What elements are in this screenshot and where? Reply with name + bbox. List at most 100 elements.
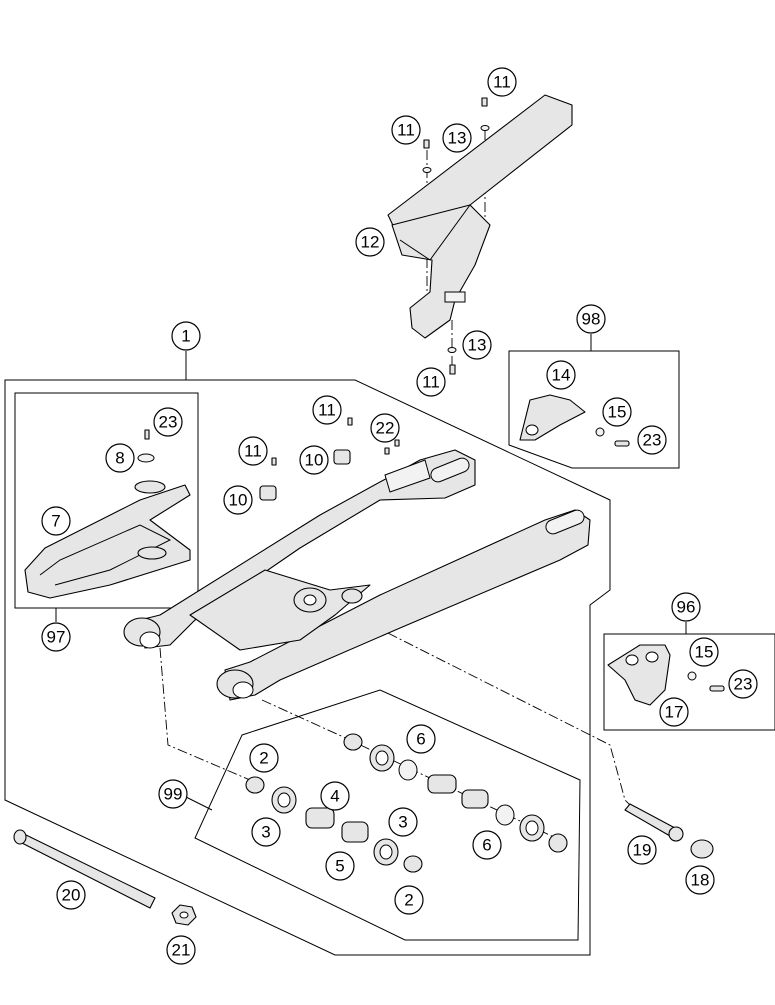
guide-block-10-upper [333,449,351,465]
chain-guard-body [391,204,491,339]
callout-label: 13 [468,336,487,355]
callout-label: 96 [677,598,696,617]
callout-3a: 3 [251,817,281,847]
seal-upper [343,733,363,751]
callout-label: 20 [62,886,81,905]
callout-20: 20 [56,880,86,910]
callout-label: 2 [404,891,413,910]
callout-circle [602,397,632,427]
callout-circle [249,743,279,773]
cap-18 [690,839,714,859]
callout-2b: 2 [394,885,424,915]
callout-circle [659,697,689,727]
bearing-kit [245,733,568,873]
callout-circle [576,304,606,334]
chain-guide-17-hole-a [625,654,639,666]
callout-2a: 2 [249,743,279,773]
callout-11d: 11 [312,395,342,425]
callout-label: 12 [361,233,380,252]
callout-11b: 11 [391,115,421,145]
callout-label: 4 [330,787,339,806]
callout-5: 5 [325,851,355,881]
seal-right [548,833,568,853]
callout-label: 21 [172,941,191,960]
swingarm-lower-arm [224,509,591,701]
callout-label: 11 [318,401,336,420]
callout-label: 10 [305,451,324,470]
screw-11-swingarm-b [271,457,277,466]
callout-label: 1 [181,327,190,346]
axle-slot-lower [545,509,585,535]
callout-circle [442,123,472,153]
axle-slot-upper [430,457,470,483]
pivot-shaft [13,829,197,926]
callout-label: 99 [164,785,183,804]
callout-circle [391,115,421,145]
callout-circle [312,395,342,425]
callout-11c: 11 [416,367,446,397]
pivot-shaft-body [15,833,156,909]
callout-circle [637,425,667,455]
screw-11-bottom [449,364,456,375]
bearing-6b-inner [525,820,539,836]
callout-label: 19 [633,841,652,860]
group-outlines [4,334,775,956]
callout-circle [689,637,719,667]
pivot-nut-hole [179,911,189,919]
needle-bearing-upper [461,789,489,809]
callout-label: 11 [422,373,440,392]
chain-slider-lug-lower [137,546,167,560]
guard-fasteners [422,97,490,375]
callout-23b: 23 [637,425,667,455]
callout-circle [355,227,385,257]
callout-15b: 15 [689,637,719,667]
screw-23-guide-top [614,440,630,447]
callout-label: 15 [695,643,714,662]
callout-label: 11 [397,121,415,140]
callout-label: 23 [159,413,178,432]
callout-14: 14 [546,360,576,390]
leader-99 [185,796,213,811]
washer-6a [398,759,418,781]
spacer-4 [305,807,335,829]
bearing-6a-inner [375,750,389,766]
swingarm-link-hole [303,594,317,606]
callout-18: 18 [685,865,715,895]
chain-guard-tab [444,291,466,303]
screw-22-b [394,439,400,447]
callout-circle [627,835,657,865]
washer-15-bottom [687,671,697,681]
swingarm-shock-mount [341,588,363,604]
screw-11-top-right [481,97,488,107]
callout-label: 11 [493,73,511,92]
callout-label: 11 [244,442,262,461]
screw-23-slider [144,429,150,440]
callout-label: 8 [115,449,124,468]
chain-guide-14-hole [525,424,539,436]
callout-label: 17 [665,703,684,722]
callout-circle [325,851,355,881]
chain-slider-lug [134,480,166,494]
chain-guard-edge [399,204,471,261]
callout-circle [728,669,758,699]
chain-slider-inner [39,524,172,586]
callout-10a: 10 [299,445,329,475]
callout-label: 3 [398,813,407,832]
washer-13-top [422,167,432,173]
callout-21: 21 [166,935,196,965]
callout-circle [685,865,715,895]
outline-group-96 [603,633,775,731]
washer-13-bottom [447,347,457,353]
bearing-3b-inner [379,844,393,860]
spacer-upper [427,774,457,794]
callout-11a: 11 [487,67,517,97]
callout-8: 8 [105,443,135,473]
chain-guide-98 [519,394,630,447]
chain-slider-body [24,484,191,599]
outline-group-98 [508,350,680,469]
callout-23a: 23 [153,407,183,437]
callout-12: 12 [355,227,385,257]
callout-label: 6 [482,836,491,855]
callout-circle [238,436,268,466]
callout-1: 1 [171,321,201,351]
